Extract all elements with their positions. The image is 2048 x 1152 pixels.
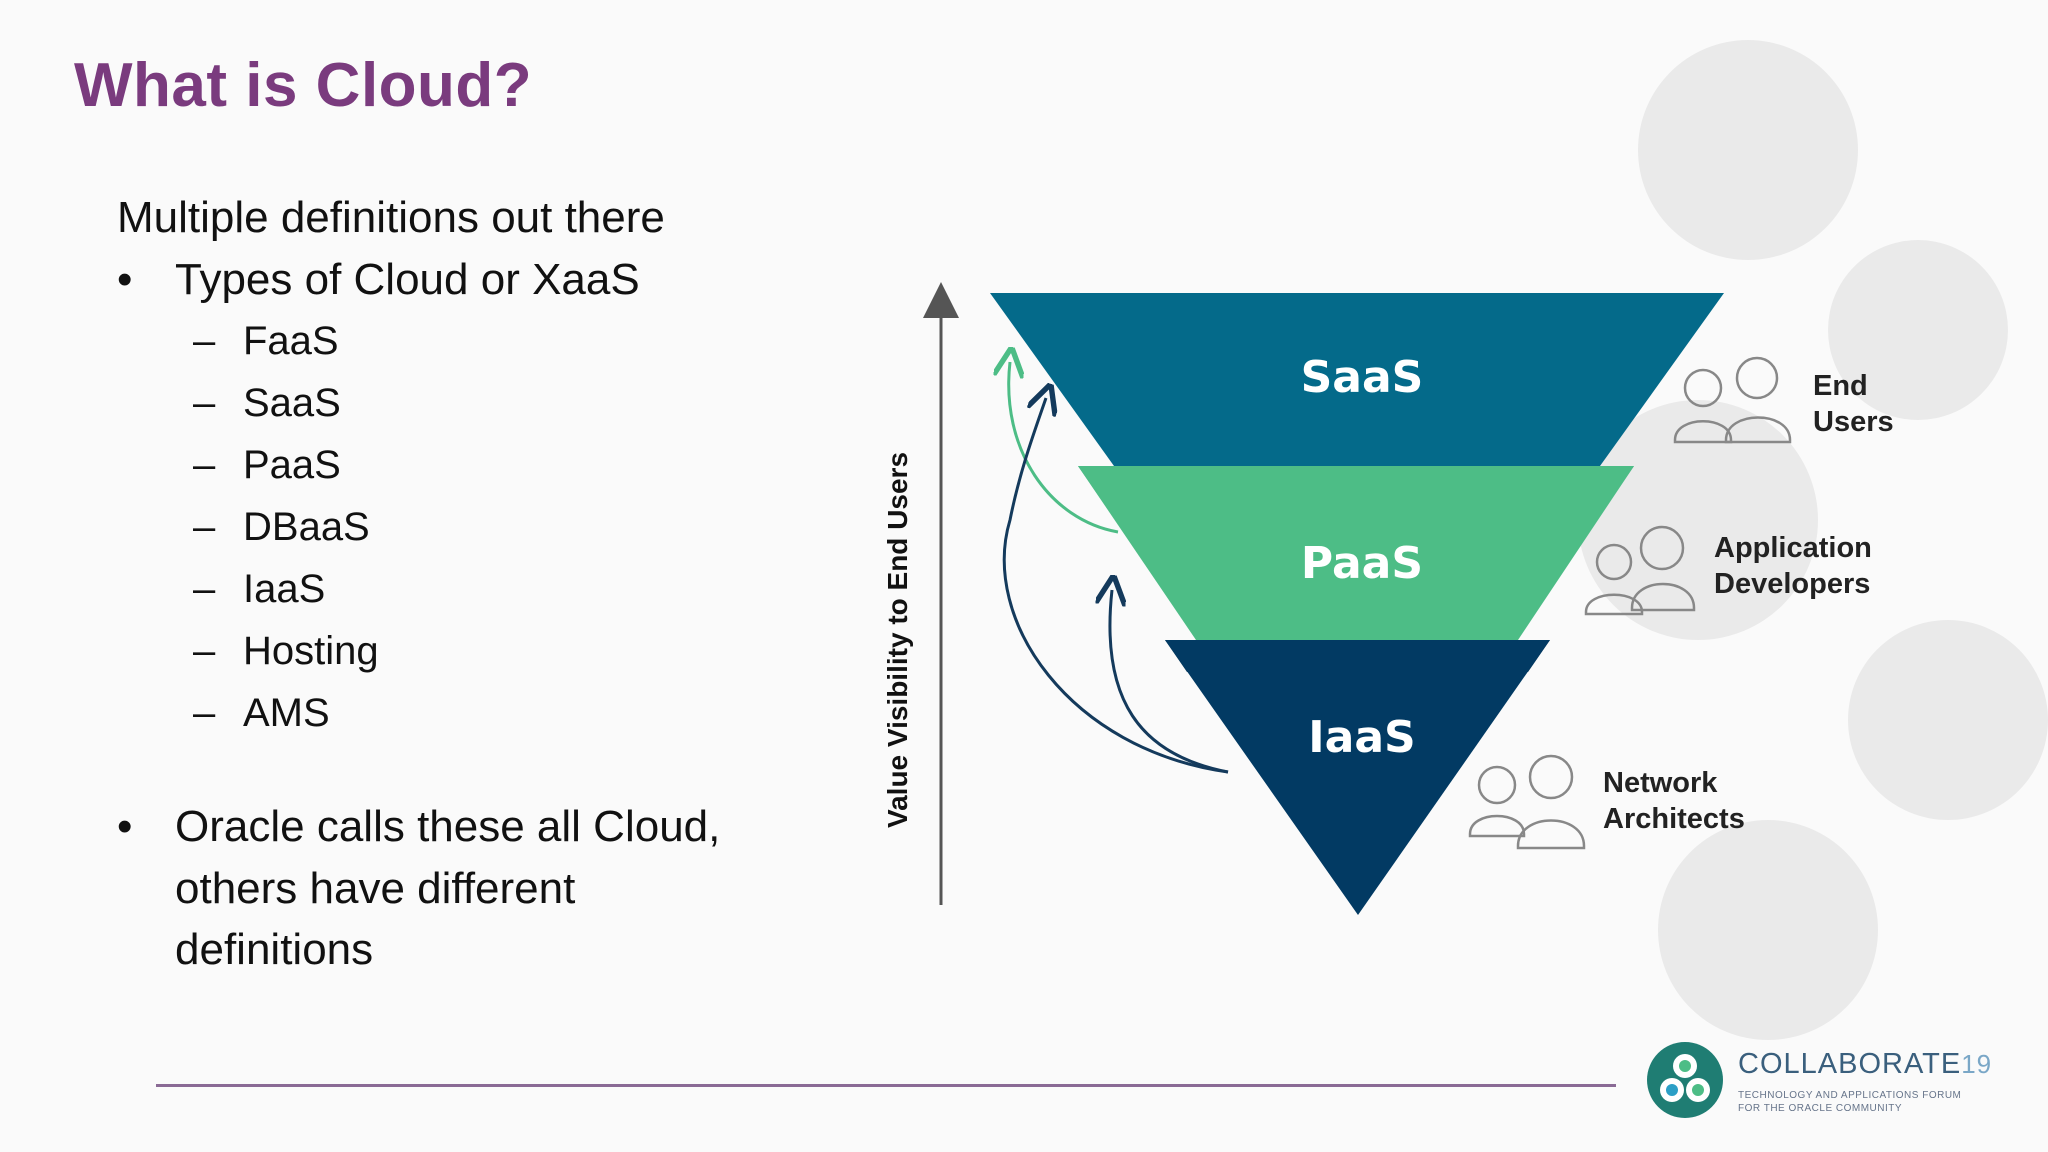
sub-item-label: SaaS bbox=[243, 381, 341, 425]
list-item: –Hosting bbox=[193, 620, 817, 682]
sub-item-label: PaaS bbox=[243, 443, 341, 487]
dash-marker: – bbox=[193, 691, 216, 735]
list-item: –AMS bbox=[193, 682, 817, 744]
end-users-icon bbox=[1673, 356, 1792, 444]
footer-divider bbox=[156, 1084, 1616, 1087]
inner-dark-arrow bbox=[1110, 590, 1229, 774]
oracle-line-2: others have different bbox=[175, 863, 576, 913]
background-watermark bbox=[1578, 40, 2048, 1040]
list-item: –IaaS bbox=[193, 558, 817, 620]
collaborate-logo: COLLABORATE19 TECHNOLOGY AND APPLICATION… bbox=[1645, 1040, 2035, 1120]
developers-icon bbox=[1584, 525, 1696, 616]
list-item: –FaaS bbox=[193, 310, 817, 372]
bullet-text-types: Types of Cloud or XaaS bbox=[175, 255, 640, 304]
role-line-2: Users bbox=[1813, 406, 1894, 439]
role-line-1: End bbox=[1813, 370, 1868, 402]
sub-item-label: DBaaS bbox=[243, 505, 370, 549]
bullet-text-oracle: Oracle calls these all Cloud, others hav… bbox=[175, 796, 720, 981]
role-line-1: Network bbox=[1603, 767, 1718, 799]
dash-marker: – bbox=[193, 381, 216, 425]
role-end-users: End Users bbox=[1813, 368, 1894, 441]
role-line-2: Architects bbox=[1603, 803, 1745, 836]
dash-marker: – bbox=[193, 319, 216, 363]
saas-label: SaaS bbox=[1301, 352, 1424, 403]
oracle-line-3: definitions bbox=[175, 925, 374, 975]
role-line-2: Developers bbox=[1714, 568, 1871, 601]
outer-dark-arrow bbox=[1002, 398, 1229, 774]
intro-text: Multiple definitions out there bbox=[117, 193, 665, 242]
network-architects-icon bbox=[1468, 754, 1586, 850]
logo-number: 19 bbox=[1961, 1049, 1993, 1079]
xaas-sub-list: –FaaS –SaaS –PaaS –DBaaS –IaaS –Hosting … bbox=[193, 310, 817, 744]
logo-wordmark: COLLABORATE19 bbox=[1738, 1048, 1992, 1081]
logo-tagline-1: TECHNOLOGY AND APPLICATIONS FORUM bbox=[1738, 1090, 1962, 1101]
role-network-architects: Network Architects bbox=[1603, 765, 1745, 838]
green-arrow bbox=[1009, 362, 1119, 534]
bullet-oracle-definition: • Oracle calls these all Cloud, others h… bbox=[117, 796, 817, 981]
bullet-marker: • bbox=[117, 255, 133, 304]
role-application-developers: Application Developers bbox=[1714, 530, 1872, 603]
slide-title: What is Cloud? bbox=[74, 51, 533, 120]
dash-marker: – bbox=[193, 505, 216, 549]
sub-item-label: AMS bbox=[243, 691, 330, 735]
logo-word: COLLABORATE bbox=[1738, 1048, 1962, 1080]
sub-item-label: Hosting bbox=[243, 629, 379, 673]
saas-layer bbox=[990, 293, 1724, 466]
paas-layer bbox=[1078, 466, 1634, 640]
list-item: –DBaaS bbox=[193, 496, 817, 558]
iaas-layer bbox=[1165, 640, 1550, 915]
logo-tagline-2: FOR THE ORACLE COMMUNITY bbox=[1738, 1103, 1903, 1114]
axis-label: Value Visibility to End Users bbox=[882, 451, 913, 829]
bullet-text: Multiple definitions out there • Types o… bbox=[117, 196, 817, 981]
bullet-types-of-cloud: • Types of Cloud or XaaS bbox=[117, 258, 817, 302]
dash-marker: – bbox=[193, 629, 216, 673]
bullet-marker: • bbox=[117, 802, 133, 851]
sub-item-label: FaaS bbox=[243, 319, 339, 363]
collaborate-logo-icon bbox=[1647, 1042, 1723, 1118]
iaas-label: IaaS bbox=[1308, 712, 1415, 763]
list-item: –SaaS bbox=[193, 372, 817, 434]
sub-item-label: IaaS bbox=[243, 567, 326, 611]
paas-label: PaaS bbox=[1301, 538, 1423, 589]
role-line-1: Application bbox=[1714, 532, 1872, 564]
dash-marker: – bbox=[193, 567, 216, 611]
list-item: –PaaS bbox=[193, 434, 817, 496]
oracle-line-1: Oracle calls these all Cloud, bbox=[175, 802, 721, 851]
dash-marker: – bbox=[193, 443, 216, 487]
